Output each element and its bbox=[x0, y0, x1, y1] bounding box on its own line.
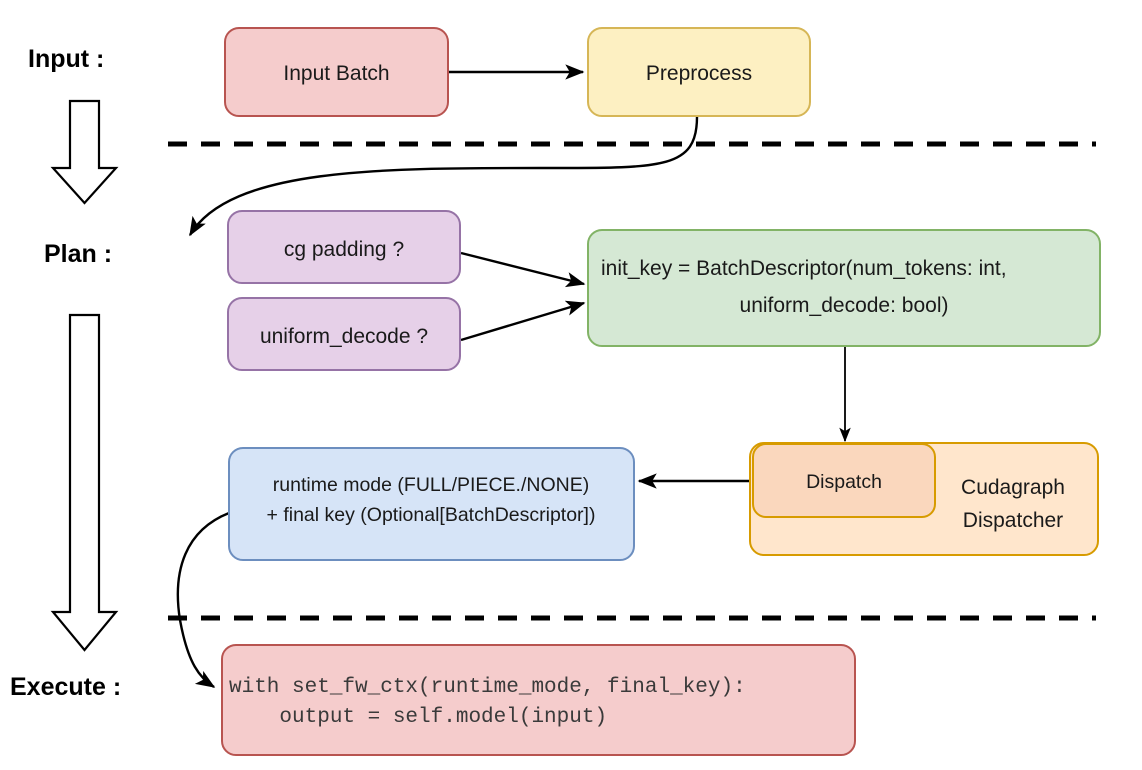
node-input-batch-label: Input Batch bbox=[283, 62, 389, 85]
node-cudagraph-dispatcher-line2: Dispatcher bbox=[963, 509, 1063, 532]
node-init-key-shape bbox=[587, 229, 1101, 347]
node-input-batch[interactable]: Input Batch bbox=[224, 27, 449, 117]
node-dispatch-shape bbox=[752, 443, 936, 518]
stage-label-plan: Plan : bbox=[44, 240, 112, 268]
node-cg-padding[interactable]: cg padding ? bbox=[227, 210, 461, 284]
node-uniform-decode-shape bbox=[227, 297, 461, 371]
stage-label-input: Input : bbox=[28, 45, 104, 73]
node-init-key-line2: uniform_decode: bool) bbox=[740, 294, 949, 317]
edge-cg-padding-to-init-key bbox=[460, 251, 586, 288]
node-cg-padding-shape bbox=[227, 210, 461, 284]
node-uniform-decode[interactable]: uniform_decode ? bbox=[227, 297, 461, 371]
node-preprocess-shape bbox=[587, 27, 811, 117]
node-init-key-line1: init_key = BatchDescriptor(num_tokens: i… bbox=[601, 257, 1007, 280]
node-uniform-decode-label: uniform_decode ? bbox=[260, 325, 428, 348]
node-preprocess-label: Preprocess bbox=[646, 62, 752, 85]
node-execute-code-line2: output = self.model(input) bbox=[229, 706, 607, 729]
edge-uniform-decode-to-init-key bbox=[460, 300, 586, 342]
edge-runtime-mode-to-execute bbox=[176, 511, 230, 689]
node-cudagraph-dispatcher-line1: Cudagraph bbox=[961, 476, 1065, 499]
node-runtime-mode-line1: runtime mode (FULL/PIECE./NONE) bbox=[273, 474, 589, 496]
node-runtime-mode-shape bbox=[228, 447, 635, 561]
node-runtime-mode[interactable]: runtime mode (FULL/PIECE./NONE) + final … bbox=[228, 447, 635, 561]
stage-flow-arrow-plan-to-execute bbox=[50, 313, 119, 652]
node-init-key[interactable]: init_key = BatchDescriptor(num_tokens: i… bbox=[587, 229, 1101, 347]
node-runtime-mode-line2: + final key (Optional[BatchDescriptor]) bbox=[267, 504, 596, 526]
node-cg-padding-label: cg padding ? bbox=[284, 238, 404, 261]
node-preprocess[interactable]: Preprocess bbox=[587, 27, 811, 117]
node-dispatch[interactable]: Dispatch bbox=[752, 443, 936, 518]
stage-label-execute: Execute : bbox=[10, 673, 121, 701]
node-execute-code-shape bbox=[221, 644, 856, 756]
node-execute-code[interactable]: with set_fw_ctx(runtime_mode, final_key)… bbox=[221, 644, 856, 756]
stage-flow-arrow-input-to-plan bbox=[50, 99, 119, 205]
edge-preprocess-to-cg-padding bbox=[188, 116, 699, 237]
node-execute-code-line1: with set_fw_ctx(runtime_mode, final_key)… bbox=[229, 676, 746, 699]
node-dispatch-label: Dispatch bbox=[806, 471, 882, 493]
node-input-batch-shape bbox=[224, 27, 449, 117]
